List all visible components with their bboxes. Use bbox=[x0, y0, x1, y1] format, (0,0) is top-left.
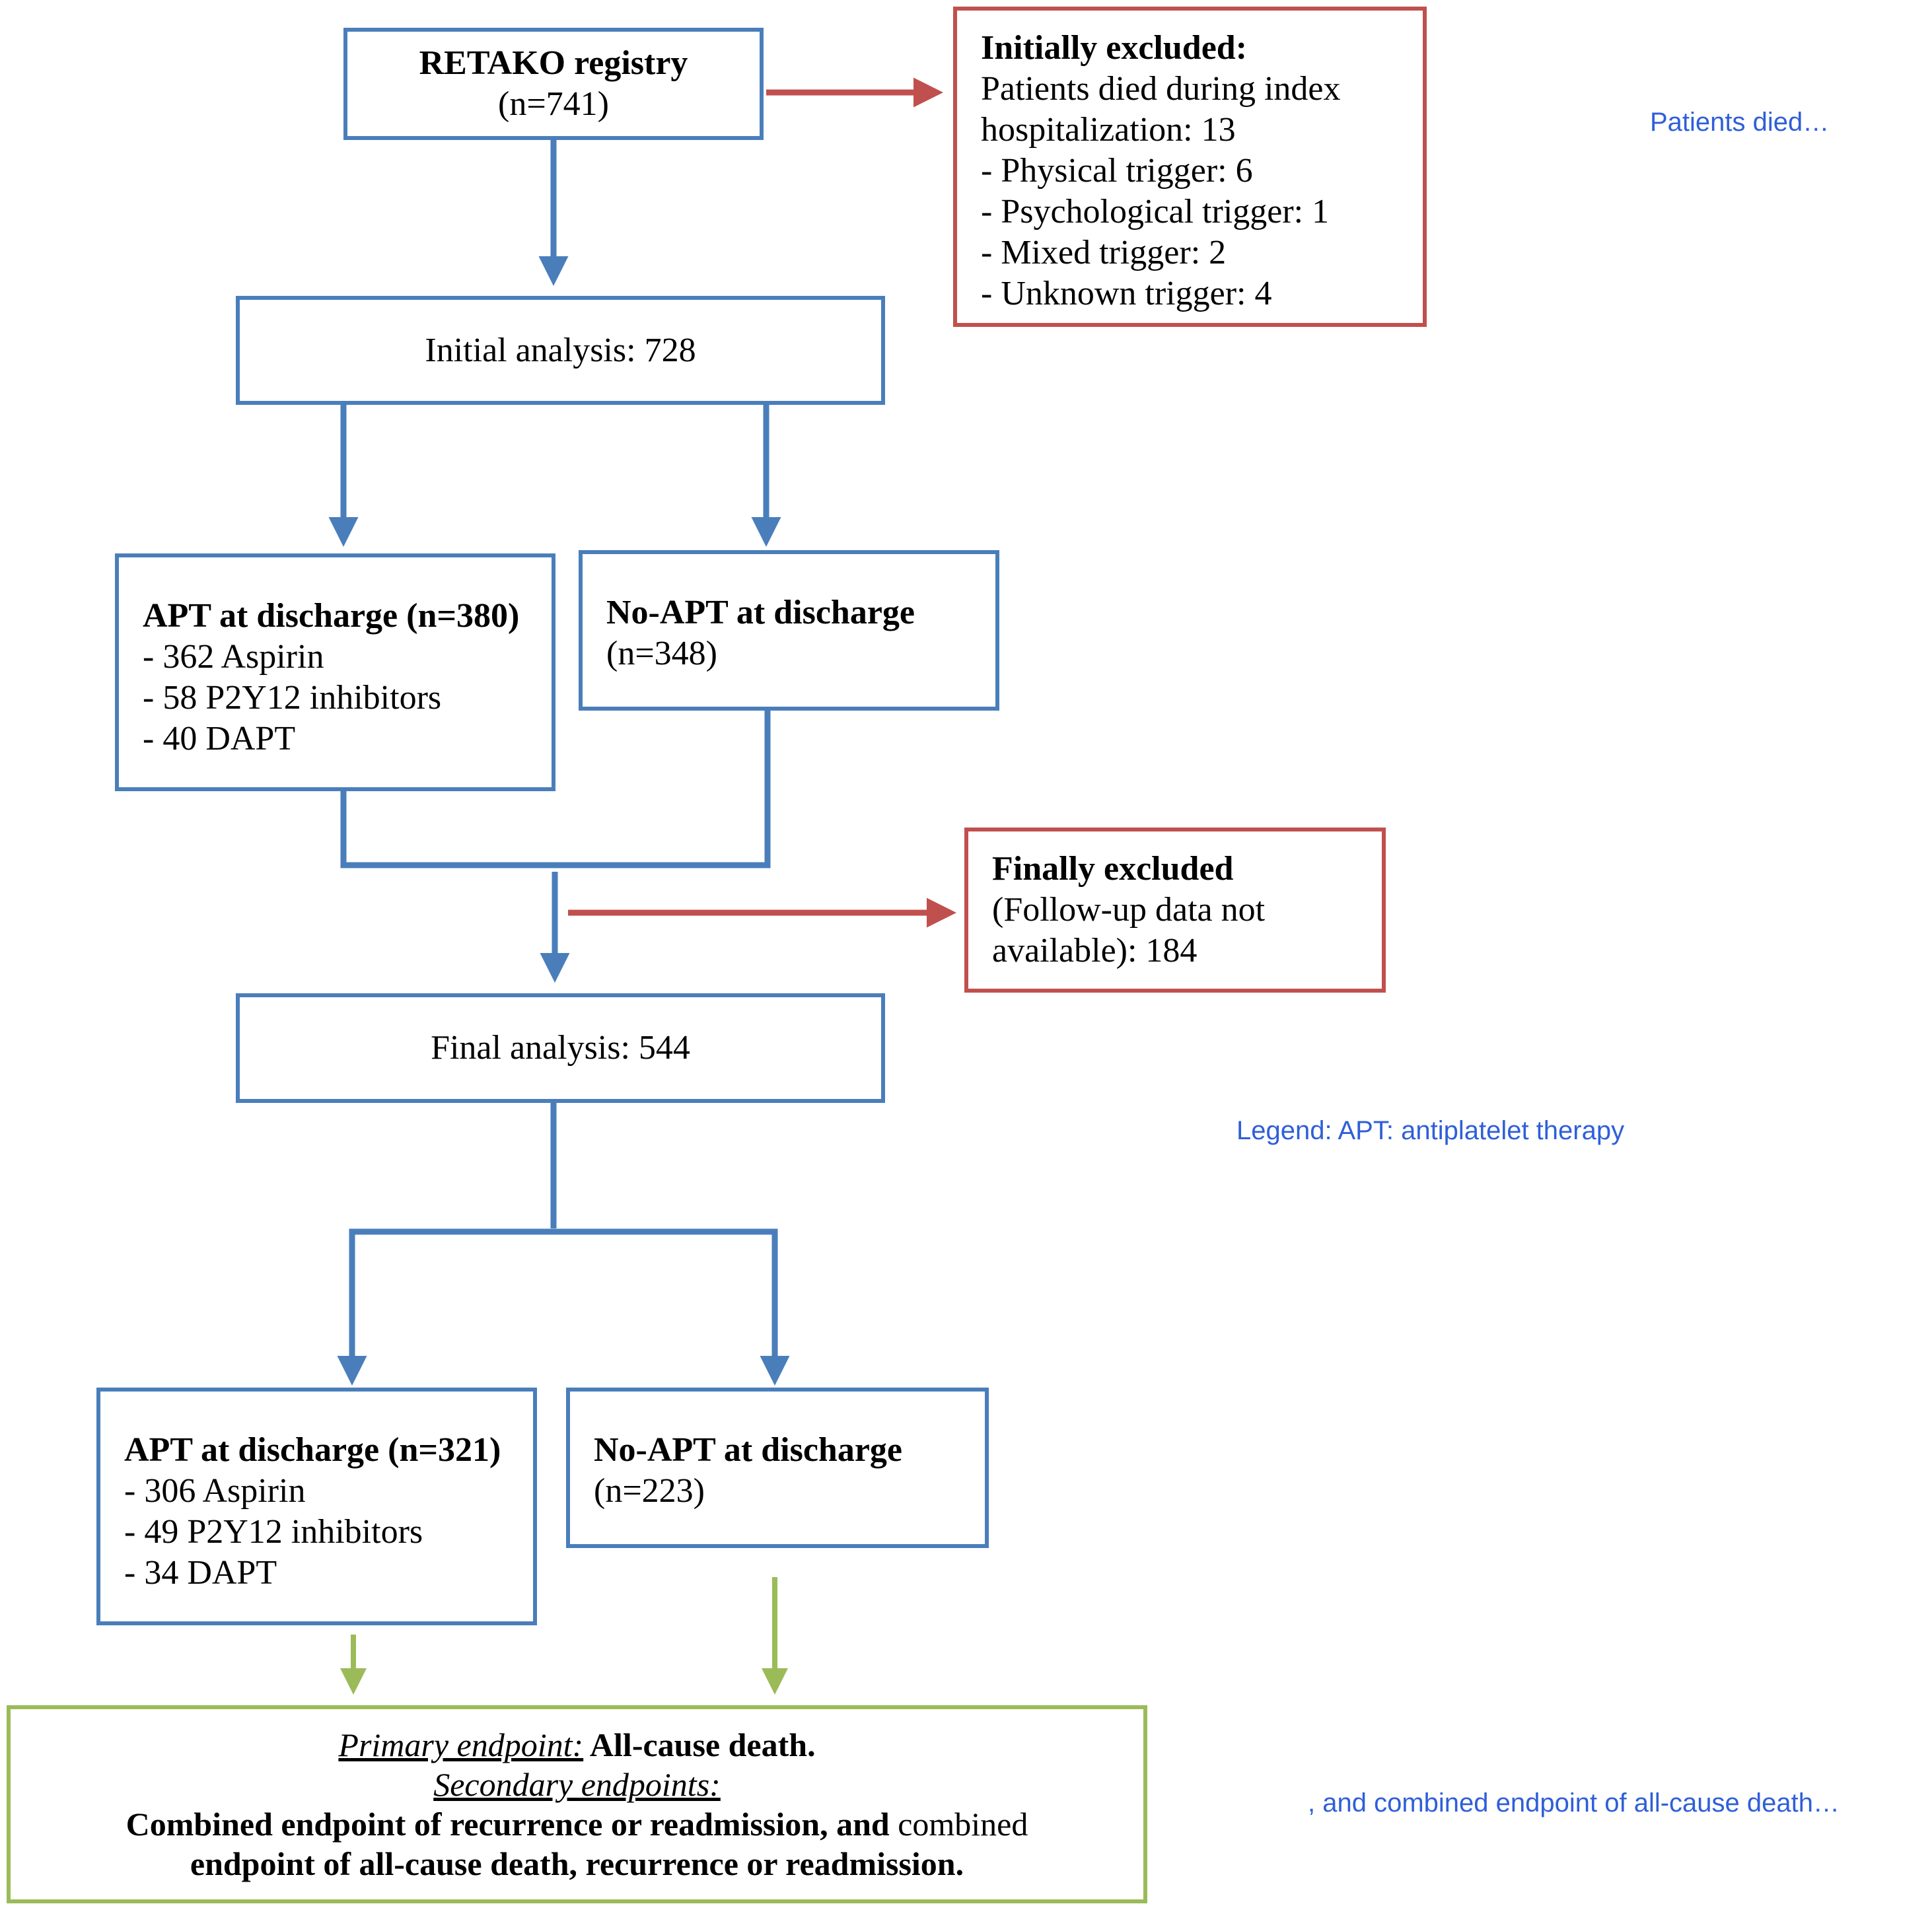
noapt-discharge-final-count: (n=223) bbox=[594, 1472, 705, 1510]
apt-discharge-initial-box: APT at discharge (n=380) - 362 Aspirin -… bbox=[115, 553, 555, 791]
secondary-endpoints-label: Secondary endpoints: bbox=[433, 1766, 721, 1803]
initial-exclusion-box: Initially excluded: Patients died during… bbox=[953, 7, 1427, 327]
apt-discharge-final-line: - 306 Aspirin bbox=[124, 1472, 306, 1510]
apt-discharge-initial-line: - 362 Aspirin bbox=[143, 638, 324, 676]
noapt-discharge-initial-box: No-APT at discharge (n=348) bbox=[579, 550, 999, 711]
noapt-discharge-final-title: No-APT at discharge bbox=[594, 1431, 903, 1469]
primary-endpoint-text: All-cause death. bbox=[583, 1726, 816, 1763]
secondary-endpoints-text-a: Combined endpoint of recurrence or readm… bbox=[125, 1806, 890, 1843]
final-analysis-label: Final analysis: 544 bbox=[431, 1029, 690, 1067]
initial-exclusion-title: Initially excluded: bbox=[981, 29, 1248, 67]
noapt-discharge-initial-title: No-APT at discharge bbox=[606, 594, 915, 631]
registry-box: RETAKO registry (n=741) bbox=[343, 28, 764, 140]
final-exclusion-box: Finally excluded (Follow-up data not ava… bbox=[964, 828, 1386, 993]
note-combined-endpoint: , and combined endpoint of all-cause dea… bbox=[1308, 1788, 1840, 1818]
final-exclusion-line: available): 184 bbox=[992, 932, 1198, 970]
initial-exclusion-line: Patients died during index bbox=[981, 70, 1341, 108]
primary-endpoint: Primary endpoint: All-cause death. bbox=[338, 1725, 815, 1765]
secondary-endpoints-line-1: Combined endpoint of recurrence or readm… bbox=[126, 1804, 1028, 1844]
final-exclusion-title: Finally excluded bbox=[992, 850, 1234, 888]
note-patients-died: Patients died… bbox=[1650, 108, 1830, 137]
split-bar bbox=[349, 1228, 778, 1374]
apt-discharge-final-line: - 34 DAPT bbox=[124, 1554, 277, 1592]
note-legend: Legend: APT: antiplatelet therapy bbox=[1236, 1116, 1625, 1145]
apt-discharge-initial-title: APT at discharge (n=380) bbox=[143, 597, 520, 635]
registry-count: (n=741) bbox=[498, 85, 609, 123]
secondary-endpoints-text-b: combined bbox=[889, 1806, 1028, 1843]
secondary-endpoints-line-2: endpoint of all-cause death, recurrence … bbox=[190, 1845, 964, 1882]
initial-analysis-box: Initial analysis: 728 bbox=[236, 296, 885, 405]
endpoints-box: Primary endpoint: All-cause death. Secon… bbox=[7, 1705, 1147, 1903]
noapt-discharge-initial-count: (n=348) bbox=[606, 635, 717, 672]
initial-exclusion-line: - Psychological trigger: 1 bbox=[981, 193, 1330, 230]
initial-exclusion-line: hospitalization: 13 bbox=[981, 111, 1236, 149]
apt-discharge-final-title: APT at discharge (n=321) bbox=[124, 1431, 501, 1469]
initial-exclusion-line: - Unknown trigger: 4 bbox=[981, 275, 1272, 312]
apt-discharge-final-line: - 49 P2Y12 inhibitors bbox=[124, 1513, 423, 1551]
initial-exclusion-line: - Mixed trigger: 2 bbox=[981, 234, 1227, 271]
apt-discharge-initial-line: - 58 P2Y12 inhibitors bbox=[143, 679, 442, 717]
initial-analysis-label: Initial analysis: 728 bbox=[425, 331, 696, 369]
merge-connector bbox=[340, 711, 771, 868]
initial-exclusion-line: - Physical trigger: 6 bbox=[981, 152, 1253, 190]
primary-endpoint-label: Primary endpoint: bbox=[338, 1726, 584, 1763]
final-analysis-box: Final analysis: 544 bbox=[236, 993, 885, 1103]
apt-discharge-initial-line: - 40 DAPT bbox=[143, 720, 296, 758]
final-exclusion-line: (Follow-up data not bbox=[992, 891, 1266, 929]
noapt-discharge-final-box: No-APT at discharge (n=223) bbox=[566, 1388, 989, 1548]
registry-title: RETAKO registry bbox=[419, 44, 688, 82]
apt-discharge-final-box: APT at discharge (n=321) - 306 Aspirin -… bbox=[96, 1388, 537, 1625]
